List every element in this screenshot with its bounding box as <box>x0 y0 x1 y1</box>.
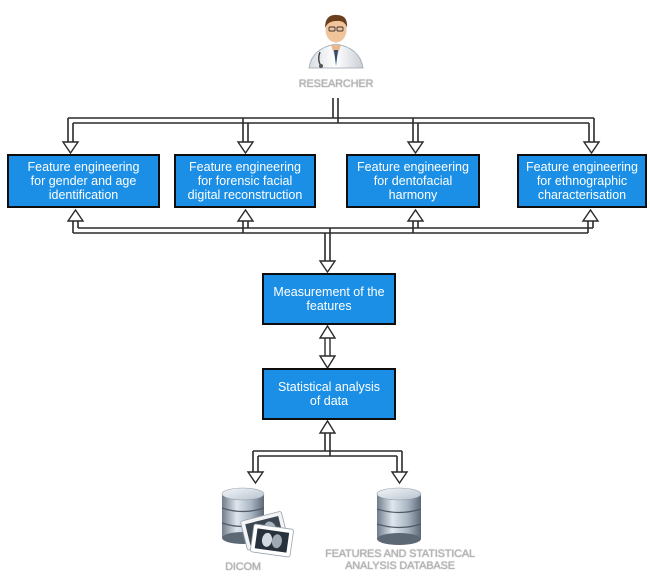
arrowhead-into-measurement <box>318 260 337 274</box>
feature-box-dentofacial-text: Feature engineering for dentofacial harm… <box>357 160 469 202</box>
feature-box-forensic-facial-text: Feature engineering for forensic facial … <box>187 160 303 202</box>
connector-statistical-to-databases <box>252 432 403 473</box>
connector-researcher-to-features <box>67 98 595 143</box>
researcher-label: RESEARCHER <box>298 78 374 90</box>
connector-measurement-statistical <box>318 324 337 370</box>
measurement-box-text: Measurement of the features <box>273 285 385 313</box>
feature-box-dentofacial: Feature engineering for dentofacial harm… <box>346 154 480 208</box>
feature-box-gender-age: Feature engineering for gender and age i… <box>7 154 160 208</box>
arrowheads-to-databases <box>246 419 409 485</box>
statistical-analysis-box-text: Statistical analysis of data <box>277 380 381 408</box>
features-db-label: FEATURES AND STATISTICAL ANALYSIS DATABA… <box>325 548 475 572</box>
database-with-xray-icon <box>221 487 294 558</box>
feature-box-ethnographic: Feature engineering for ethnographic cha… <box>517 154 647 208</box>
statistical-analysis-box: Statistical analysis of data <box>262 368 396 420</box>
database-icon <box>376 487 422 545</box>
measurement-box: Measurement of the features <box>262 273 396 325</box>
arrowheads-into-features <box>61 141 601 155</box>
researcher-avatar-icon <box>308 14 364 69</box>
arrowheads-up-into-features <box>66 208 600 222</box>
dicom-label: DICOM <box>225 561 261 573</box>
connector-features-to-measurement <box>72 220 594 262</box>
feature-box-gender-age-text: Feature engineering for gender and age i… <box>27 160 140 202</box>
feature-box-forensic-facial: Feature engineering for forensic facial … <box>174 154 316 208</box>
feature-box-ethnographic-text: Feature engineering for ethnographic cha… <box>526 160 638 202</box>
